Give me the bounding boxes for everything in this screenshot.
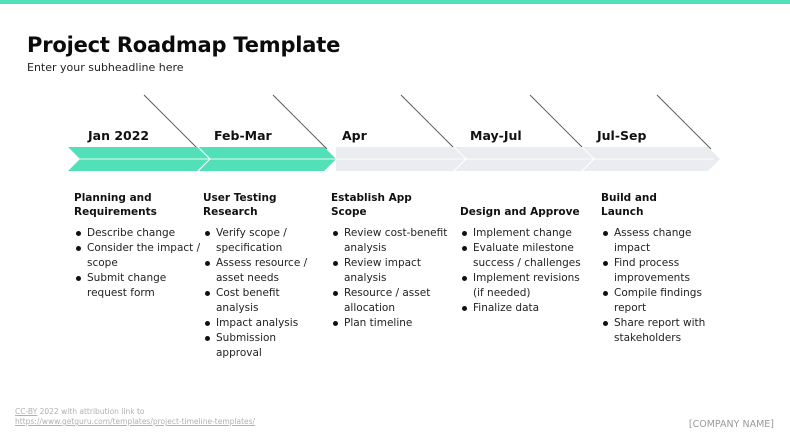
attribution-link[interactable]: https://www.getguru.com/templates/projec… bbox=[15, 417, 256, 426]
leader-line bbox=[656, 94, 712, 150]
phase-label-jul-sep: Jul-Sep bbox=[597, 128, 647, 143]
leader-line bbox=[143, 94, 199, 150]
task-item: Verify scope / specification bbox=[203, 226, 325, 256]
task-item: Plan timeline bbox=[331, 316, 453, 331]
task-item: Finalize data bbox=[460, 301, 592, 316]
phase-label-feb-mar: Feb-Mar bbox=[214, 128, 272, 143]
task-item: Submit change request form bbox=[74, 271, 202, 301]
leader-line bbox=[529, 94, 585, 150]
phase-task-list: Describe change Consider the impact / sc… bbox=[74, 226, 202, 301]
task-item: Impact analysis bbox=[203, 316, 325, 331]
slide-title: Project Roadmap Template bbox=[27, 33, 341, 57]
slide-subtitle: Enter your subheadline here bbox=[27, 61, 184, 74]
task-item: Resource / asset allocation bbox=[331, 286, 453, 316]
phase-task-list: Review cost-benefit analysis Review impa… bbox=[331, 226, 453, 331]
leader-line bbox=[400, 94, 456, 150]
task-item: Cost benefit analysis bbox=[203, 286, 325, 316]
phase-column-design-approve: Design and Approve Implement change Eval… bbox=[460, 205, 592, 316]
phase-label-apr: Apr bbox=[342, 128, 367, 143]
attribution-credit: CC-BY 2022 with attribution link to http… bbox=[15, 407, 256, 426]
company-name: [COMPANY NAME] bbox=[688, 419, 774, 430]
phase-task-list: Implement change Evaluate milestone succ… bbox=[460, 226, 592, 316]
task-item: Implement revisions (if needed) bbox=[460, 271, 592, 301]
task-item: Find process improvements bbox=[601, 256, 725, 286]
phase-task-list: Verify scope / specification Assess reso… bbox=[203, 226, 325, 361]
task-item: Submission approval bbox=[203, 331, 325, 361]
phase-title: Design and Approve bbox=[460, 206, 580, 218]
task-item: Review impact analysis bbox=[331, 256, 453, 286]
phase-label-may-jul: May-Jul bbox=[470, 128, 522, 143]
task-item: Implement change bbox=[460, 226, 592, 241]
license-link[interactable]: CC-BY bbox=[15, 407, 38, 416]
phase-task-list: Assess change impact Find process improv… bbox=[601, 226, 725, 346]
task-item: Evaluate milestone success / challenges bbox=[460, 241, 592, 271]
leader-line bbox=[272, 94, 328, 150]
task-item: Compile findings report bbox=[601, 286, 725, 316]
task-item: Consider the impact / scope bbox=[74, 241, 202, 271]
task-item: Share report with stakeholders bbox=[601, 316, 725, 346]
task-item: Review cost-benefit analysis bbox=[331, 226, 453, 256]
top-accent-stripe bbox=[0, 0, 790, 4]
task-item: Describe change bbox=[74, 226, 202, 241]
phase-label-jan-2022: Jan 2022 bbox=[88, 128, 150, 143]
task-item: Assess resource / asset needs bbox=[203, 256, 325, 286]
task-item: Assess change impact bbox=[601, 226, 725, 256]
